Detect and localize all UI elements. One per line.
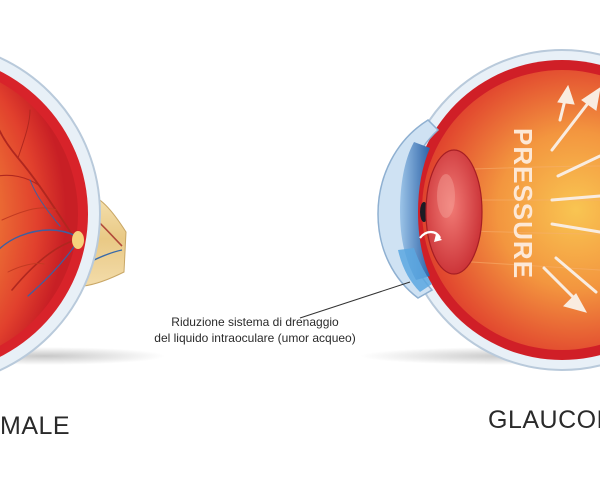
fluid-flow-icon <box>419 230 441 239</box>
callout-leader-line <box>299 281 411 319</box>
drainage-callout: Riduzione sistema di drenaggio del liqui… <box>126 314 384 346</box>
lens <box>425 149 483 275</box>
glaucoma-eye-label: GLAUCOM <box>488 406 600 434</box>
normal-eye-label: MALE <box>0 412 71 440</box>
callout-line-1: Riduzione sistema di drenaggio <box>171 315 339 329</box>
normal-eye <box>0 56 127 372</box>
normal-fundus <box>0 82 78 346</box>
pressure-label: PRESSURE <box>508 128 538 279</box>
drainage-area <box>398 248 432 292</box>
iris <box>400 142 430 280</box>
optic-disc <box>72 231 84 249</box>
pressure-arrows <box>542 84 600 313</box>
glaucoma-eye: PRESSURE <box>377 49 600 371</box>
normal-blood-vessels <box>0 109 77 297</box>
callout-line-2: del liquido intraoculare (umor acqueo) <box>154 331 356 345</box>
normal-eye-shadow <box>0 347 165 365</box>
